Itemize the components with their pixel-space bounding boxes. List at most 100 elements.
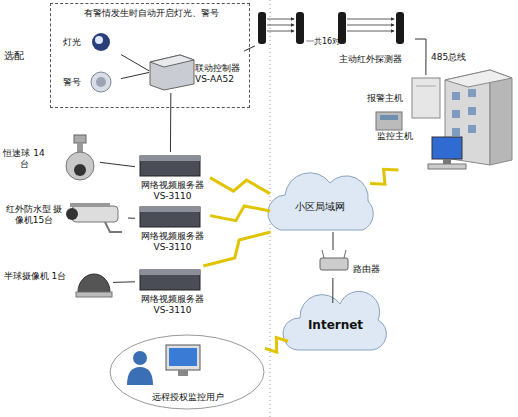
- wire-connector: [128, 218, 135, 219]
- node-label: 联动控制器 VS-AA52: [195, 63, 249, 85]
- detector-post: [396, 12, 404, 44]
- beam-line: [347, 31, 394, 32]
- server-top: [140, 207, 200, 212]
- node-label: Internet: [288, 318, 383, 333]
- building-window: [452, 128, 460, 136]
- light-glow: [95, 36, 103, 44]
- router-antenna: [344, 250, 346, 258]
- device-node: 路由器: [315, 250, 390, 278]
- beam-line: [267, 25, 294, 26]
- monitor-screen: [432, 137, 462, 159]
- wire-connector: [121, 72, 149, 78]
- building-window: [468, 89, 476, 97]
- device-node: 红外防水型 摄像机15台: [3, 198, 128, 236]
- group-box: 有警情发生时自动开启灯光、警号灯光警号 联动控制器 VS-AA52: [50, 3, 250, 108]
- wire-connector: [170, 93, 171, 152]
- building-window: [452, 92, 460, 100]
- controller-top: [150, 55, 194, 67]
- node-label: 小区局域网: [270, 200, 370, 213]
- wireless-link: [370, 169, 399, 184]
- wire-connector: [333, 232, 334, 250]
- video-server: [140, 156, 200, 176]
- device-node: 报警主机: [365, 75, 445, 133]
- building-side: [490, 70, 512, 165]
- device-node: 监控主机: [375, 125, 470, 170]
- free-label: 一共16对: [306, 36, 340, 47]
- node-label: 警号: [63, 77, 91, 88]
- video-server: [140, 270, 200, 290]
- camera-lens: [66, 208, 78, 220]
- wireless-link: [265, 338, 288, 353]
- detector-post: [258, 12, 266, 44]
- building-window: [452, 110, 460, 118]
- server-top: [140, 156, 200, 161]
- user-ellipse: [110, 335, 264, 409]
- beam-line: [267, 19, 294, 20]
- node-label: 远程授权监控用户: [110, 392, 265, 403]
- building-roof: [445, 70, 512, 87]
- user-body: [127, 367, 153, 385]
- device-node: 灯光: [61, 31, 121, 55]
- edge-label: 485总线: [431, 52, 466, 63]
- building-window: [468, 125, 476, 133]
- wireless-link: [210, 178, 270, 194]
- node-label: 半球摄像机 1台: [3, 271, 67, 282]
- node-label: 红外防水型 摄像机15台: [3, 204, 65, 226]
- wireless-link: [210, 206, 270, 221]
- wire-connector: [113, 281, 135, 283]
- wire-connector: [121, 55, 149, 71]
- beam-line: [347, 25, 394, 26]
- camera-mount: [74, 135, 86, 143]
- device-node: 联动控制器 VS-AA52: [149, 51, 249, 93]
- internet-cloud: [283, 291, 386, 350]
- node-label: 路由器: [353, 264, 389, 275]
- device-node: 远程授权监控用户: [110, 335, 265, 410]
- user-monitor: [166, 345, 200, 370]
- light-icon: [92, 33, 110, 51]
- beam-line: [347, 19, 394, 20]
- device-node: 半球摄像机 1台: [3, 262, 113, 304]
- siren-icon: [91, 72, 111, 92]
- node-label: 监控主机: [377, 131, 427, 142]
- cabinet-detail: [416, 86, 436, 87]
- node-label: 网络视频服务器 VS-3110: [135, 294, 210, 316]
- device-node: 恒速球 14台: [3, 130, 100, 190]
- camera-base: [76, 292, 112, 297]
- device-node: 警号: [61, 71, 121, 95]
- camera-hood: [70, 203, 110, 207]
- router-icon: [320, 258, 348, 270]
- device-node: 主动红外探测器: [255, 5, 415, 67]
- wire-connector: [100, 162, 135, 166]
- keypad-display: [380, 115, 398, 120]
- wire-connector: [332, 278, 333, 303]
- half-dome-camera: [78, 274, 110, 292]
- device-node: 网络视频服务器 VS-3110: [135, 203, 210, 255]
- node-label: 有警情发生时自动开启灯光、警号: [57, 8, 245, 19]
- wireless-link: [203, 232, 270, 266]
- device-node: 网络视频服务器 VS-3110: [135, 152, 210, 204]
- user-screen: [169, 348, 197, 366]
- node-label: 灯光: [63, 37, 91, 48]
- device-node: 网络视频服务器 VS-3110: [135, 266, 210, 318]
- device-node: Internet: [288, 303, 383, 350]
- controller-device: [150, 55, 194, 90]
- keyboard: [428, 164, 466, 169]
- detector-post: [296, 12, 304, 44]
- ir-camera: [72, 206, 118, 222]
- dome-camera: [66, 152, 94, 180]
- alarm-keypad: [376, 112, 402, 130]
- node-label: 网络视频服务器 VS-3110: [135, 180, 210, 202]
- node-label: 网络视频服务器 VS-3110: [135, 231, 210, 253]
- camera-bracket: [105, 222, 122, 232]
- node-label: 报警主机: [367, 93, 411, 104]
- beam-line: [267, 31, 294, 32]
- user-monitor-stand: [178, 370, 188, 376]
- video-server: [140, 207, 200, 227]
- camera-lens: [74, 164, 86, 176]
- alarm-cabinet: [412, 78, 440, 118]
- user-head: [133, 351, 147, 365]
- lan-cloud: [268, 173, 373, 230]
